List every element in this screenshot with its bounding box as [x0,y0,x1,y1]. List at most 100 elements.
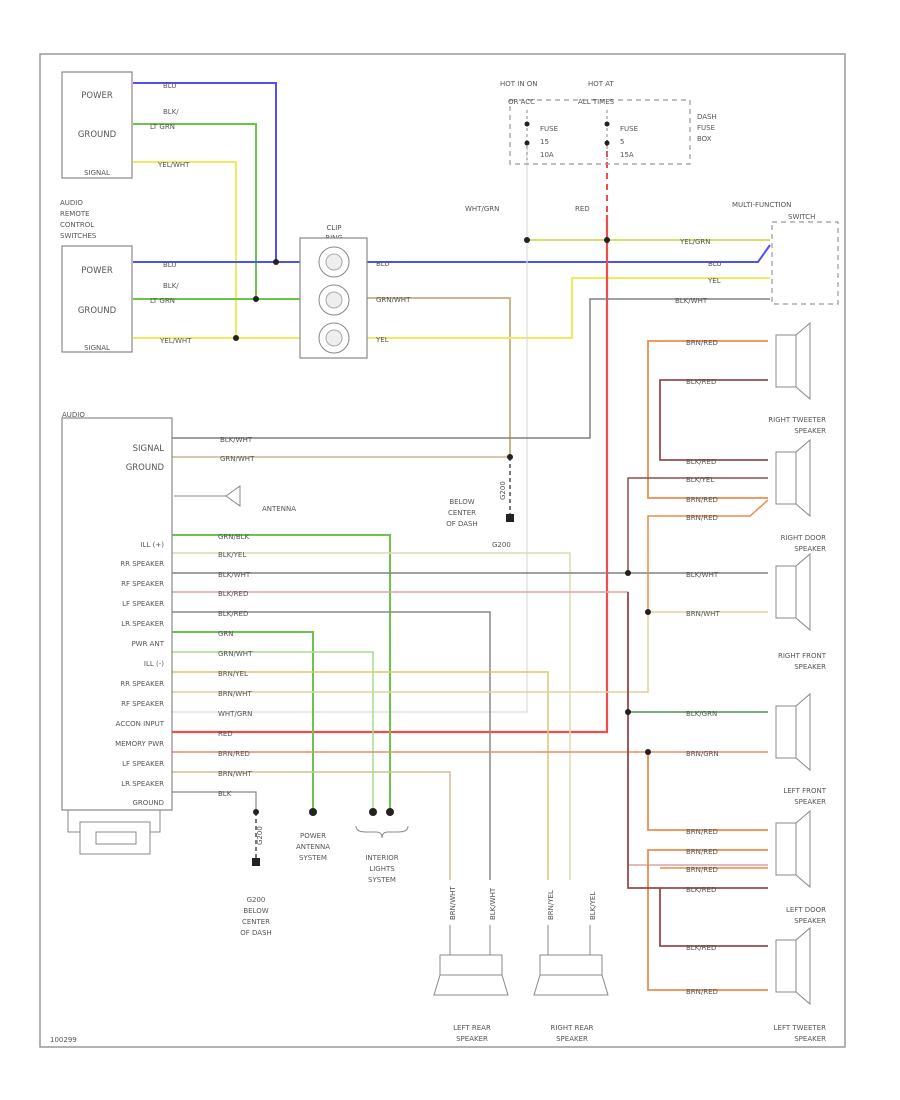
junction-dot [507,454,513,460]
audio-pin-label: LR SPEAKER [121,620,164,628]
lr-wire-1: BRN/WHT [449,886,457,920]
label-red: RED [575,205,590,213]
audio-wire-label-list: GRN/BLK BLK/YEL BLK/WHT BLK/RED BLK/RED … [218,533,253,798]
right-front-l1: RIGHT FRONT [778,652,827,660]
remote-wire3: YEL/WHT [159,337,192,345]
junction-dot [386,808,394,816]
junction-dot [273,259,279,265]
junction-dot [253,809,259,815]
right-tweeter-l1: RIGHT TWEETER [768,416,826,424]
fuse-dot [524,121,530,127]
wire-blu-clip-out [367,244,771,263]
wire-lfs-brnred2 [647,849,768,991]
clip-title-l1: CLIP [326,224,341,232]
rd-wire-1: BLK/RED [686,458,716,466]
wire-pin-ill-minus [160,651,374,812]
label-yel: YEL [707,277,721,285]
ground-2-code: G200 [256,826,264,845]
audio-wire-label: GRN/BLK [218,533,250,541]
audio-wire-label: GRN/WHT [218,650,253,658]
audio-pin-label: RF SPEAKER [121,580,164,588]
wire-pin-ill-plus [160,534,391,812]
remote-title-l2: REMOTE [60,210,90,218]
left-door-speaker-icon [775,809,811,889]
junction-dot [625,570,631,576]
interior-l1: INTERIOR [365,854,398,862]
wire-blu-top [133,82,277,262]
rf-wire-2: BRN/WHT [686,610,720,618]
interior-l2: LIGHTS [369,865,395,873]
top-switch-signal-label: SIGNAL [84,169,110,177]
left-tweeter-l2: SPEAKER [794,1035,826,1043]
antenna-icon [174,485,241,507]
interior-l3: SYSTEM [368,876,396,884]
left-rear-l1: LEFT REAR [453,1024,491,1032]
dash-fuse-box-l1: DASH [697,113,717,121]
audio-pin-label: LF SPEAKER [122,760,164,768]
power-antenna-l3: SYSTEM [299,854,327,862]
label-yel-grn: YEL/GRN [679,238,710,246]
wire-rd-brnred2 [647,499,769,612]
wire-blk-ltgrn-top [133,123,257,298]
audio-connector [67,810,161,855]
audio-pin-list: ILL (+) RR SPEAKER RF SPEAKER LF SPEAKER… [115,541,165,807]
remote-wire2b: LT GRN [150,297,175,305]
audio-wire-label: BRN/WHT [218,690,252,698]
top-switch-box [61,71,133,179]
ground-1-l1: BELOW [449,498,474,506]
audio-wire-label: BRN/WHT [218,770,252,778]
wire-yel-wht-top [133,161,237,338]
wire-ld-blkred [659,888,768,947]
left-front-l1: LEFT FRONT [783,787,826,795]
audio-unit-box [61,417,173,811]
junction-dot [625,709,631,715]
ground-2-l1: BELOW [243,907,268,915]
top-switch-wire2a: BLK/ [163,108,179,116]
rr-wire-2: BLK/YEL [589,892,597,920]
fuse-a-l2: 15 [540,138,549,146]
right-front-speaker-icon [775,552,811,632]
left-rear-speaker-icon [433,925,509,996]
junction-dot [645,609,651,615]
lfs-wire-1: BRN/RED [686,828,718,836]
audio-wire-label: RED [218,730,233,738]
audio-wire-label: BLK/WHT [218,571,251,579]
clip-ring-contact-3 [318,322,350,354]
junction-dot [645,749,651,755]
junction-dot [253,296,259,302]
lf-wire-2: BRN/GRN [686,750,719,758]
left-front-l2: SPEAKER [794,798,826,806]
label-blu: BLU [708,260,721,268]
interior-brace [355,825,409,839]
remote-switch-box [61,245,133,353]
rd-wire-4: BRN/RED [686,514,718,522]
ground-mid-code: G200 [492,541,511,549]
audio-wire-label: GRN [218,630,234,638]
ground-2-l3: OF DASH [240,929,272,937]
ground-2-code-below: G200 [247,896,266,904]
left-tweeter-l1: LEFT TWEETER [774,1024,826,1032]
audio-signal-label: SIGNAL [133,444,165,454]
wire-grnwht-clip-out [367,297,511,460]
junction-dot [233,335,239,341]
clip-out3: YEL [375,336,389,344]
left-tweeter-speaker-icon [775,926,811,1006]
junction-dot [309,808,317,816]
audio-wire-label: BRN/RED [218,750,250,758]
wire-pin-rr-spk [160,552,571,880]
fuse-dot [604,121,610,127]
fuse-box [509,99,691,165]
hot-run-label: HOT IN ON [500,80,538,88]
audio-pin-label: ILL (-) [144,660,164,668]
power-antenna-l2: ANTENNA [296,843,330,851]
clip-out1: BLU [376,260,389,268]
rt-wire-1: BRN/RED [686,339,718,347]
wire-lfs-blkred [627,592,768,889]
ld-wire-2: BRN/RED [686,988,718,996]
dash-fuse-box-l2: FUSE [697,124,715,132]
clip-out2: GRN/WHT [376,296,411,304]
fuse-b-l3: 15A [620,151,634,159]
audio-pin-label: PWR ANT [131,640,164,648]
top-switch-wire2b: LT GRN [150,123,175,131]
